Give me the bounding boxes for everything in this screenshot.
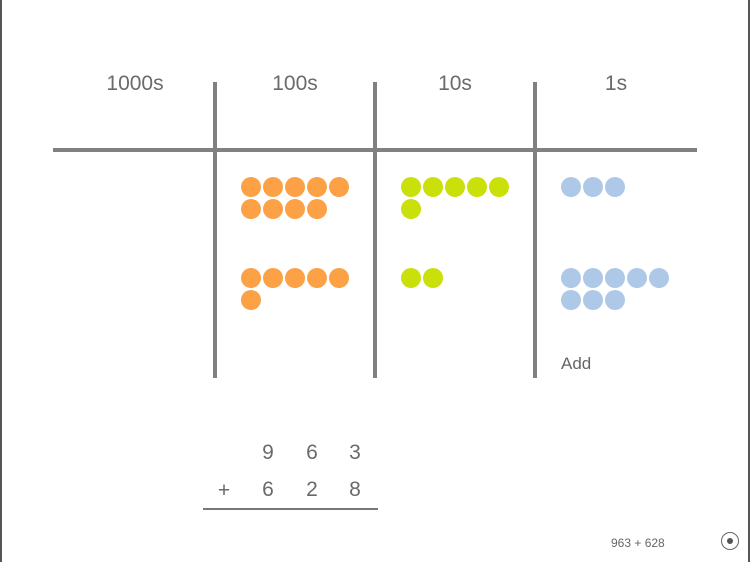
hundreds-counter[interactable] xyxy=(307,268,327,288)
hundreds-counter[interactable] xyxy=(241,177,261,197)
sum-line xyxy=(203,508,378,510)
ones-counter[interactable] xyxy=(583,268,603,288)
column-label-hundreds: 100s xyxy=(272,72,318,95)
ones-counter[interactable] xyxy=(561,268,581,288)
hundreds-counters-addend-2[interactable] xyxy=(241,268,353,312)
column-label-tens: 10s xyxy=(438,72,472,95)
ones-counter[interactable] xyxy=(583,290,603,310)
column-divider-3 xyxy=(533,82,537,378)
tens-counter[interactable] xyxy=(423,177,443,197)
hundreds-counter[interactable] xyxy=(241,290,261,310)
tens-counter[interactable] xyxy=(445,177,465,197)
ones-counter[interactable] xyxy=(561,290,581,310)
hundreds-counter[interactable] xyxy=(263,268,283,288)
ones-counters-addend-2[interactable] xyxy=(561,268,673,312)
addend-2-tens-digit: 2 xyxy=(306,478,318,501)
column-label-ones: 1s xyxy=(604,72,628,95)
ones-counter[interactable] xyxy=(583,177,603,197)
tens-counter[interactable] xyxy=(401,268,421,288)
addend-1-tens-digit: 6 xyxy=(306,441,318,464)
column-divider-2 xyxy=(373,82,377,378)
hundreds-counter[interactable] xyxy=(307,199,327,219)
addend-1-hundreds-digit: 9 xyxy=(262,441,274,464)
hundreds-counter[interactable] xyxy=(241,268,261,288)
addend-2-ones-digit: 8 xyxy=(349,478,361,501)
ones-counters-addend-1[interactable] xyxy=(561,177,673,199)
hundreds-counter[interactable] xyxy=(263,177,283,197)
hundreds-counter[interactable] xyxy=(241,199,261,219)
plus-operator: + xyxy=(217,479,231,502)
right-edge xyxy=(748,0,750,562)
hundreds-counter[interactable] xyxy=(307,177,327,197)
hundreds-counter[interactable] xyxy=(285,268,305,288)
hundreds-counters-addend-1[interactable] xyxy=(241,177,353,221)
record-icon[interactable] xyxy=(721,532,739,550)
ones-counter[interactable] xyxy=(605,290,625,310)
hundreds-counter[interactable] xyxy=(329,177,349,197)
hundreds-counter[interactable] xyxy=(263,199,283,219)
left-edge xyxy=(0,0,2,562)
addend-2-hundreds-digit: 6 xyxy=(262,478,274,501)
tens-counter[interactable] xyxy=(423,268,443,288)
tens-counter[interactable] xyxy=(467,177,487,197)
hundreds-counter[interactable] xyxy=(285,177,305,197)
tens-counter[interactable] xyxy=(401,177,421,197)
tens-counters-addend-1[interactable] xyxy=(401,177,513,221)
ones-counter[interactable] xyxy=(561,177,581,197)
hundreds-counter[interactable] xyxy=(285,199,305,219)
hundreds-counter[interactable] xyxy=(329,268,349,288)
add-button[interactable]: Add xyxy=(561,354,592,373)
problem-label: 963 + 628 xyxy=(611,536,665,550)
column-divider-1 xyxy=(213,82,217,378)
addend-1-ones-digit: 3 xyxy=(349,441,361,464)
tens-counter[interactable] xyxy=(401,199,421,219)
ones-counter[interactable] xyxy=(649,268,669,288)
ones-counter[interactable] xyxy=(627,268,647,288)
column-label-thousands: 1000s xyxy=(106,72,164,95)
tens-counters-addend-2[interactable] xyxy=(401,268,513,290)
tens-counter[interactable] xyxy=(489,177,509,197)
ones-counter[interactable] xyxy=(605,177,625,197)
ones-counter[interactable] xyxy=(605,268,625,288)
